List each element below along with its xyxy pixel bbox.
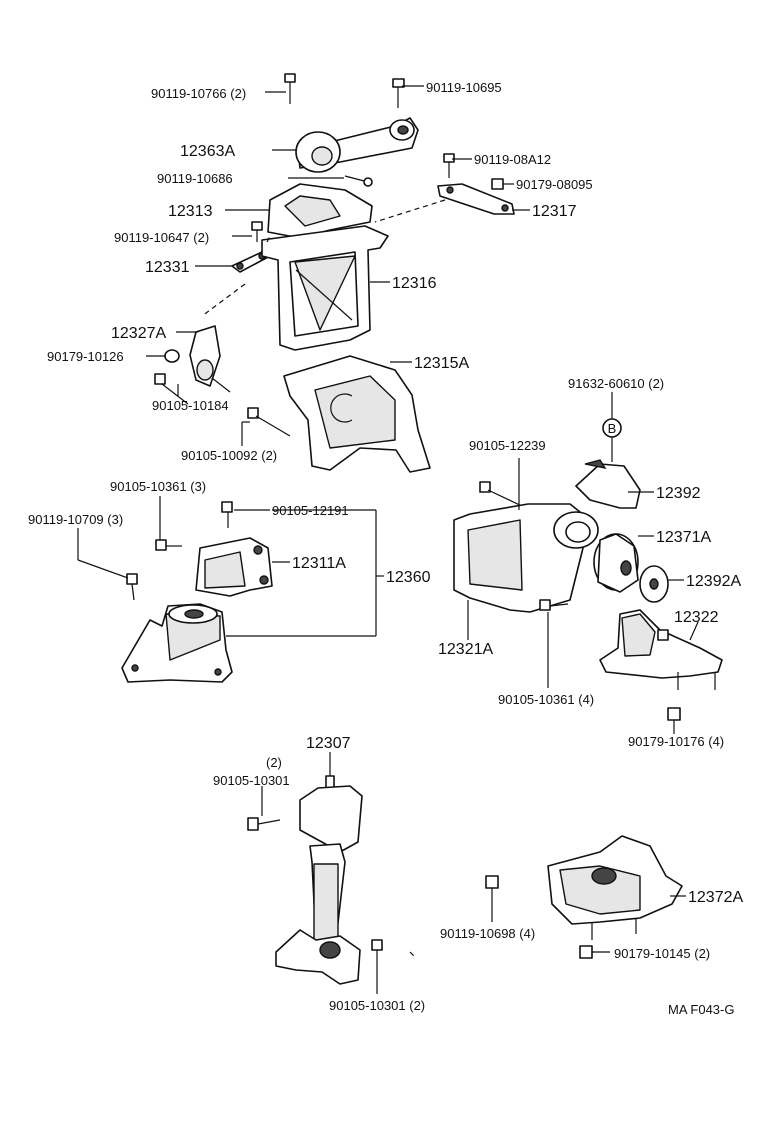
bolt-90119-10698 — [485, 875, 499, 904]
label-12372A: 12372A — [688, 889, 743, 906]
insulator-12371A — [593, 533, 639, 593]
bracket-12311A — [195, 537, 273, 597]
label-12392A: 12392A — [686, 573, 741, 590]
label-90119-10766: 90119-10766 (2) — [151, 86, 246, 101]
bolt-90105-12191 — [221, 501, 233, 528]
cover-12392 — [575, 459, 641, 509]
callout-b-label: B — [608, 421, 617, 436]
bracket-12313 — [267, 183, 373, 239]
bolt-90105-10092 — [247, 407, 291, 437]
label-90105-10361-4: 90105-10361 (4) — [498, 692, 594, 707]
label-90105-12191: 90105-12191 — [272, 503, 349, 518]
label-12322: 12322 — [674, 609, 719, 626]
label-12307: 12307 — [306, 735, 351, 752]
leader-lines — [77, 85, 699, 994]
label-12317: 12317 — [532, 203, 577, 220]
label-90105-10361-3: 90105-10361 (3) — [110, 479, 206, 494]
label-12311A: 12311A — [292, 555, 346, 572]
callout-b: B — [602, 418, 622, 438]
damper-12307 — [275, 775, 363, 985]
nut-90179-08095 — [491, 178, 504, 190]
part-labels: 90119-10766 (2) 90119-10695 12363A 90119… — [28, 80, 743, 1017]
label-90105-10184: 90105-10184 — [152, 398, 229, 413]
label-12360: 12360 — [386, 569, 431, 586]
nut-90179-10145 — [579, 945, 593, 959]
mount-12360 — [121, 603, 233, 683]
bracket-12322 — [599, 609, 723, 690]
bolt-90105-10361-right — [539, 599, 569, 611]
label-90119-10647: 90119-10647 (2) — [114, 230, 209, 245]
bolt-90119-08A12 — [443, 153, 455, 178]
washer-12392A — [639, 565, 669, 603]
mount-12372A — [547, 835, 683, 940]
label-12392: 12392 — [656, 485, 701, 502]
label-90179-10176: 90179-10176 (4) — [628, 734, 724, 749]
frame-12316 — [261, 225, 389, 351]
label-12315A: 12315A — [414, 355, 469, 372]
label-90119-10698: 90119-10698 (4) — [440, 926, 535, 941]
label-90179-10126: 90179-10126 — [47, 349, 124, 364]
torque-rod-12363A — [295, 117, 419, 173]
bolt-90119-10647 — [251, 221, 263, 242]
label-12307-qty: (2) — [266, 755, 282, 770]
label-90119-10709: 90119-10709 (3) — [28, 512, 123, 527]
label-12313: 12313 — [168, 203, 213, 220]
label-12331: 12331 — [145, 259, 190, 276]
label-12316: 12316 — [392, 275, 437, 292]
label-90119-10686: 90119-10686 — [157, 171, 233, 186]
bolt-90105-10301-top — [247, 817, 281, 831]
bracket-12315A — [283, 355, 431, 473]
label-90105-10301-top: 90105-10301 — [213, 773, 290, 788]
nut-90179-10126 — [164, 349, 180, 363]
label-12321A: 12321A — [438, 641, 493, 658]
bolt-90119-10709 — [126, 573, 138, 601]
label-12371A: 12371A — [656, 529, 711, 546]
bracket-12327A — [189, 325, 231, 393]
nut-90179-10176 — [667, 707, 681, 721]
label-12363A: 12363A — [180, 143, 235, 160]
bolt-90119-10695 — [392, 78, 405, 108]
label-90105-10092: 90105-10092 (2) — [181, 448, 277, 463]
label-90179-08095: 90179-08095 — [516, 177, 593, 192]
label-91632-60610: 91632-60610 (2) — [568, 376, 664, 391]
label-90105-12239: 90105-12239 — [469, 438, 546, 453]
label-90179-10145: 90179-10145 (2) — [614, 946, 710, 961]
label-90119-08A12: 90119-08A12 — [474, 152, 551, 167]
label-90105-10301-bottom: 90105-10301 (2) — [329, 998, 425, 1013]
label-90119-10695: 90119-10695 — [426, 80, 502, 95]
bolt-90119-10766 — [284, 73, 296, 104]
bracket-12321A — [453, 503, 599, 613]
bolt-90105-10301-bottom — [371, 939, 383, 970]
bolt-90105-10184 — [154, 373, 189, 405]
drawing-code: MA F043-G — [668, 1002, 734, 1017]
bolt-90119-10686 — [344, 175, 373, 187]
assembly-lines — [201, 199, 446, 957]
bracket-12317 — [437, 183, 515, 215]
bolt-90105-10361-left — [155, 539, 182, 551]
label-12327A: 12327A — [111, 325, 166, 342]
